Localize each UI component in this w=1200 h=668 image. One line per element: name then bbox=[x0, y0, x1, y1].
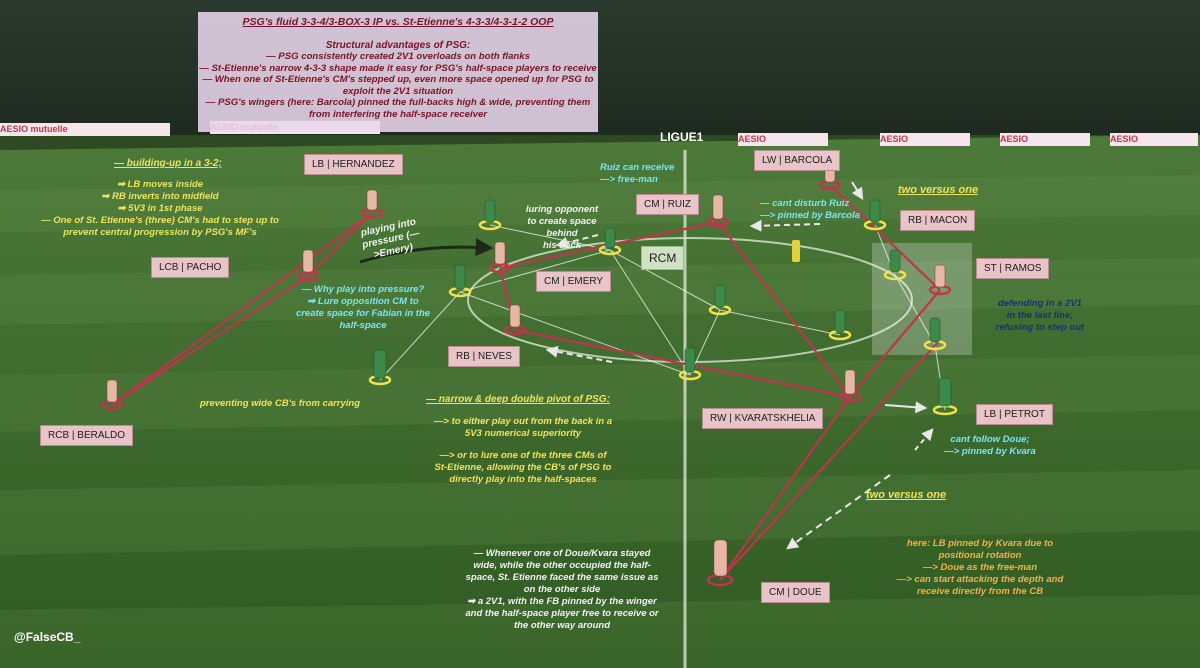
opponent-players bbox=[373, 199, 952, 407]
cant-disturb-note: — cant disturb Ruiz —> pinned by Barcola bbox=[760, 198, 861, 221]
advantage-line: exploit the 2V1 situation bbox=[342, 85, 454, 97]
player-tag-cm-doue: CM | DOUE bbox=[761, 582, 830, 603]
advantage-line: — St-Etienne's narrow 4-3-3 shape made i… bbox=[199, 62, 597, 74]
player-tag-rb-neves: RB | NEVES bbox=[448, 346, 520, 367]
cant-follow-note: cant follow Doue; —> pinned by Kvara bbox=[944, 434, 1036, 457]
player-tag-lw: LW | BARCOLA bbox=[754, 150, 841, 171]
stands bbox=[0, 0, 1200, 135]
player-tag-lb-petrot: LB | PETROT bbox=[976, 404, 1053, 425]
advantage-line: — PSG's wingers (here: Barcola) pinned t… bbox=[205, 97, 591, 108]
player-tag-cm-ruiz: CM | RUIZ bbox=[636, 194, 700, 215]
why-play-note: — Why play into pressure? ➡ Lure opposit… bbox=[295, 284, 431, 331]
luring-arrow bbox=[555, 234, 599, 249]
highlight-zone bbox=[872, 243, 972, 355]
ad-board: AESIO bbox=[880, 133, 970, 146]
ad-board: AESIO bbox=[738, 133, 828, 146]
player-tag-lb: LB | HERNANDEZ bbox=[304, 154, 403, 175]
summary-box: PSG's fluid 3-3-4/3-BOX-3 IP vs. St-Etie… bbox=[198, 12, 598, 132]
two-versus-one-top: two versus one bbox=[898, 184, 979, 196]
two-versus-one-bottom: two versus one bbox=[866, 489, 947, 501]
ad-board: AESIO bbox=[1110, 133, 1198, 146]
advantage-line: from interfering the half-space receiver bbox=[308, 108, 488, 120]
ruiz-receive-note: Ruiz can receive —> free-man bbox=[600, 162, 675, 185]
buildup-header: — building-up in a 3-2; bbox=[114, 158, 222, 169]
pressure-arrow bbox=[359, 238, 494, 264]
player-tag-rcb: RCB | BERALDO bbox=[40, 425, 134, 446]
psg-shape-lines bbox=[111, 184, 941, 581]
referee bbox=[792, 240, 800, 262]
player-tag-rb-macon: RB | MACON bbox=[900, 210, 976, 231]
ad-board: AESIO bbox=[1000, 133, 1090, 146]
barcola-arrow bbox=[851, 181, 864, 201]
player-tag-st: ST | RAMOS bbox=[976, 258, 1050, 279]
advantage-line: — PSG consistently created 2V1 overloads… bbox=[266, 51, 530, 62]
petrot-follow-arrow bbox=[914, 428, 934, 451]
defending-note: defending in a 2V1 in the last line; ref… bbox=[995, 298, 1085, 333]
advantage-line: — When one of St-Etienne's CM's stepped … bbox=[202, 74, 594, 85]
here-lb-note: here: LB pinned by Kvara due to position… bbox=[896, 538, 1064, 597]
league-logo: LIGUE1 bbox=[660, 130, 704, 144]
player-tag-lcb: LCB | PACHO bbox=[151, 257, 230, 278]
player-tag-rw: RW | KVARATSKHELIA bbox=[702, 408, 824, 429]
whenever-note: — Whenever one of Doue/Kvara stayed wide… bbox=[465, 548, 659, 631]
neves-arrow bbox=[545, 345, 613, 363]
summary-subtitle: Structural advantages of PSG: bbox=[325, 40, 471, 51]
doue-arrow bbox=[786, 474, 891, 550]
pivot-header: — narrow & deep double pivot of PSG: bbox=[426, 394, 610, 405]
opponent-shape-lines bbox=[379, 224, 946, 411]
buildup-notes: ➡ LB moves inside ➡ RB inverts into midf… bbox=[41, 179, 279, 238]
ad-board: AESIO mutuelle bbox=[0, 123, 170, 136]
luring-note: luring opponent to create space behind h… bbox=[525, 204, 599, 251]
preventing-wide-note: preventing wide CB's from carrying bbox=[199, 398, 361, 409]
pivot-notes: —> to either play out from the back in a… bbox=[433, 416, 613, 485]
player-tag-cm-emery: CM | EMERY bbox=[536, 271, 612, 292]
page-title: PSG's fluid 3-3-4/3-BOX-3 IP vs. St-Etie… bbox=[242, 16, 554, 28]
petrot-arrow bbox=[884, 401, 928, 414]
ruiz-arrow bbox=[749, 219, 821, 232]
zone-tag-rcm: RCM bbox=[641, 246, 685, 270]
author-credit: @FalseCB_ bbox=[14, 630, 81, 644]
